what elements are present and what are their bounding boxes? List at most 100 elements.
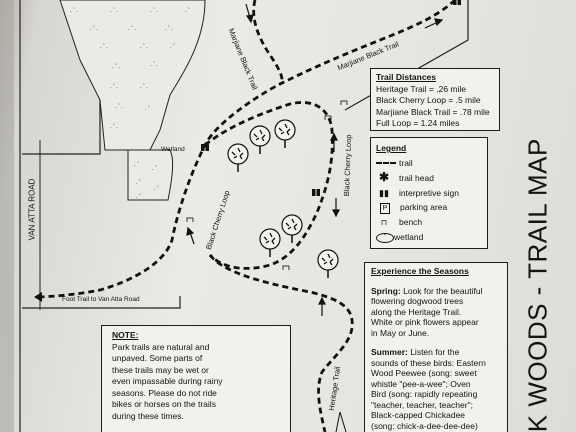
svg-text:. ' .: . ' . — [150, 62, 158, 68]
svg-text:. ' .: . ' . — [150, 8, 158, 14]
summer-line: (song: chick-a-dee-dee-dee) — [371, 420, 478, 431]
svg-text:. ' .: . ' . — [110, 84, 118, 90]
trail-heritage — [208, 254, 354, 432]
interpretive-sign-icon — [312, 189, 320, 196]
spring-paragraph: Spring: Look for the beautiful flowering… — [371, 286, 501, 339]
dashed-line-icon — [376, 162, 396, 165]
svg-text:. ' .: . ' . — [100, 44, 108, 50]
distance-line: Full Loop = 1.24 miles — [376, 118, 460, 128]
asterisk-icon: ✱ — [378, 170, 390, 184]
legend-label: bench — [399, 216, 423, 227]
foot-trail-arrowhead — [34, 292, 42, 302]
wetland-marks-north: . ' . . ' . . ' . . ' . ' . . ' . . ' . . ' .… — [70, 8, 189, 130]
svg-text:. ': . ' — [170, 44, 174, 50]
svg-text:. ': . ' — [154, 186, 158, 192]
note-line: Park trails are natural and — [112, 341, 210, 352]
legend-label: trail head — [399, 173, 434, 183]
legend-item-wetland: ''wetland — [376, 230, 482, 245]
summer-line: Listen for the — [407, 347, 460, 357]
legend-label: trail — [399, 157, 413, 168]
summer-paragraph: Summer: Listen for the sounds of these b… — [371, 347, 501, 431]
seasons-box: Experience the Seasons Spring: Look for … — [364, 262, 508, 432]
spring-heading: Spring: — [371, 285, 401, 296]
spring-line: White or pink flowers appear — [371, 317, 479, 327]
legend-label: wetland — [394, 232, 424, 242]
trail-distances-title: Trail Distances — [376, 72, 437, 82]
bench-icon — [340, 100, 348, 106]
svg-text:. ': . ' — [152, 166, 156, 172]
road-label: VAN ATTA ROAD — [27, 178, 37, 241]
note-line: even impassable during rainy — [112, 376, 223, 386]
summer-line: sounds of these birds: Eastern — [371, 357, 486, 368]
legend-item-bench: ⊓ bench — [376, 215, 482, 231]
wetland-area-north — [59, 0, 206, 151]
bench-icon — [282, 265, 290, 271]
page-shadow — [0, 0, 14, 432]
note-line: seasons. Please do not ride — [112, 387, 217, 398]
note-box: NOTE: Park trails are natural and unpave… — [101, 325, 291, 432]
tree-edge — [335, 411, 347, 432]
note-line: bikes or horses on the trails — [112, 399, 216, 409]
summer-heading: Summer: — [371, 347, 408, 357]
binoculars-icon: ▮▮ — [379, 187, 389, 198]
seasons-title: Experience the Seasons — [371, 266, 469, 276]
note-line: unpaved. Some parts of — [112, 353, 203, 363]
legend-box: Legend trail ✱ trail head ▮▮ interpretive … — [370, 137, 488, 249]
spring-line: flowering dogwood trees — [371, 296, 464, 306]
direction-arrows — [186, 3, 444, 316]
bench-icon — [186, 217, 194, 223]
svg-text:. ': . ' — [136, 180, 140, 186]
svg-text:. ': . ' — [185, 8, 189, 14]
svg-text:. ' .: . ' . — [70, 8, 78, 14]
svg-text:. ' .: . ' . — [165, 26, 173, 32]
legend-label: interpretive sign — [399, 187, 460, 198]
svg-text:. ' .: . ' . — [110, 124, 118, 130]
wetland-label: Wetland — [161, 146, 185, 153]
interpretive-sign-icon — [453, 0, 461, 5]
summer-line: whistle "pee-a-wee"; Oven — [371, 378, 471, 389]
spring-line: in May or June. — [371, 327, 430, 338]
note-line: these trails may be wet or — [112, 364, 209, 375]
spring-line: Look for the beautiful — [400, 285, 483, 296]
trail-marjiane-north — [252, 0, 284, 86]
spring-line: along the Heritage Trail. — [371, 306, 462, 317]
svg-text:. ': . ' — [145, 106, 149, 112]
trail-black-cherry-loop — [204, 101, 334, 270]
wetland-area-south — [127, 149, 174, 201]
foot-trail-label: Foot Trail to Van Atta Road — [62, 296, 140, 303]
summer-line: Black-capped Chickadee — [371, 410, 466, 420]
legend-label: parking area — [400, 202, 448, 212]
legend-title: Legend — [376, 143, 407, 153]
svg-text:. ' .: . ' . — [128, 26, 136, 32]
wetland-icon: '' — [376, 232, 394, 243]
distance-line: Heritage Trail = .26 mile — [376, 83, 466, 94]
legend-item-interpretive-sign: ▮▮ interpretive sign — [376, 186, 482, 201]
trail-network — [39, 0, 456, 432]
bench-icon: ⊓ — [380, 217, 388, 227]
distance-line: Marjiane Black Trail = .78 mile — [376, 106, 490, 117]
svg-text:. ': . ' — [134, 162, 138, 168]
note-title: NOTE: — [112, 330, 139, 340]
map-title: CK WOODS - TRAIL MAP — [522, 138, 553, 432]
svg-text:. ' .: . ' . — [140, 84, 148, 90]
svg-text:. ' .: . ' . — [90, 26, 98, 32]
note-line: during these times. — [112, 410, 184, 421]
summer-line: Bird (song: rapidly repeating — [371, 389, 478, 399]
summer-line: Wood Peewee (song: sweet — [371, 368, 477, 378]
summer-line: "teacher, teacher, teacher"; — [371, 399, 473, 410]
parking-icon: P — [380, 203, 390, 214]
legend-item-trail-head: ✱ trail head — [376, 170, 482, 186]
svg-text:. ' .: . ' . — [140, 44, 148, 50]
svg-text:. ': . ' — [136, 194, 140, 200]
wetland-marks-south: . ' . ' . ' . ' . ' — [134, 162, 158, 200]
legend-item-trail: trail — [376, 156, 482, 171]
svg-text:. ' .: . ' . — [110, 8, 118, 14]
distance-line: Black Cherry Loop = .5 mile — [376, 95, 481, 105]
trail-distances-box: Trail Distances Heritage Trail = .26 mil… — [370, 68, 500, 131]
parcel-boundary-south — [22, 296, 181, 309]
svg-text:. ' .: . ' . — [112, 64, 120, 70]
svg-text:. ' .: . ' . — [115, 104, 123, 110]
